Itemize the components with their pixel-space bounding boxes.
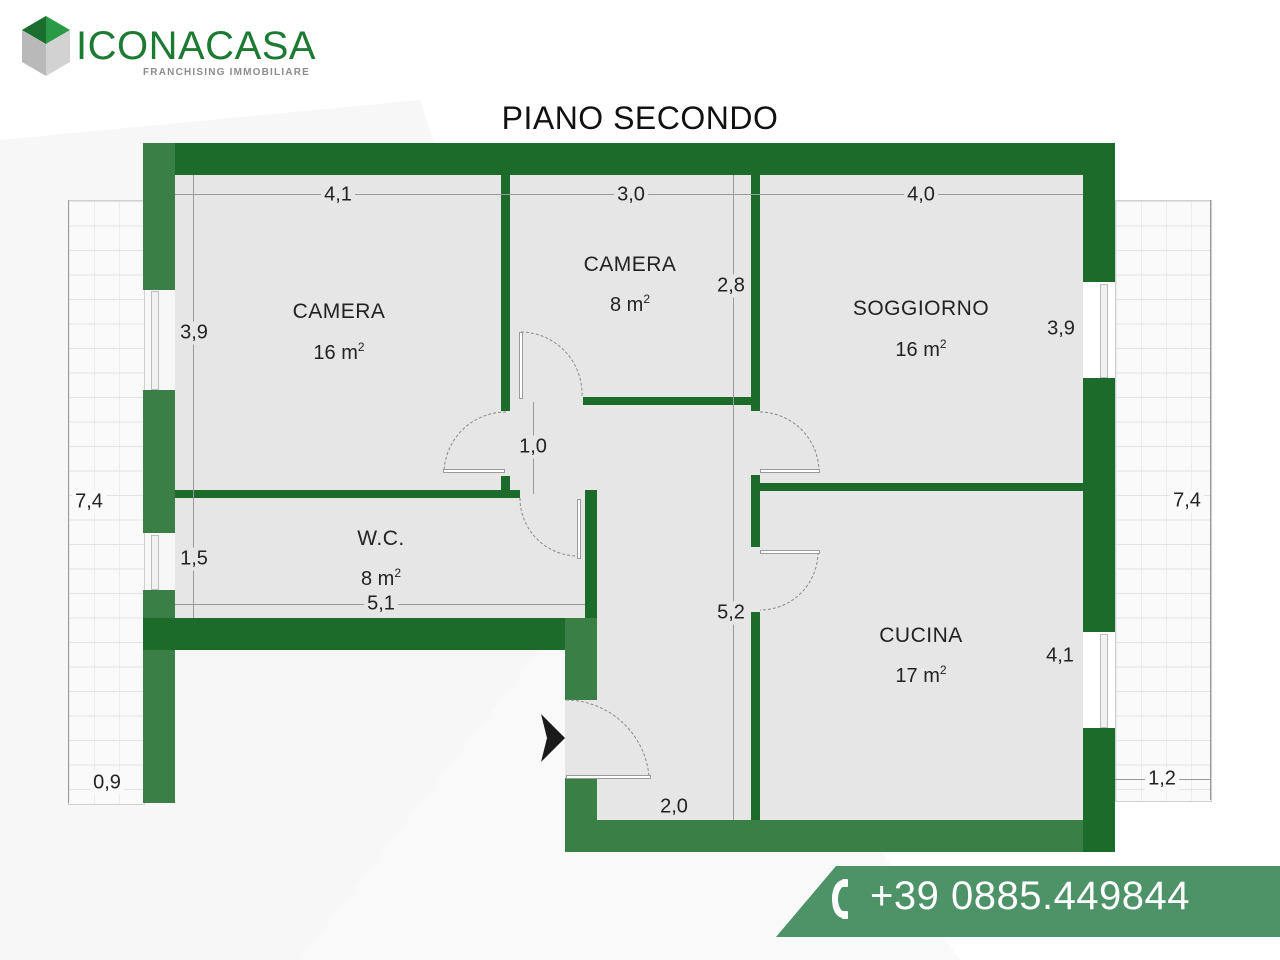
dim-right-balcony-width: 1,2 [1145, 767, 1179, 791]
phone-banner [776, 866, 1280, 937]
window-right-soggiorno [1100, 284, 1108, 378]
dim-camera1-height: 3,9 [177, 321, 211, 345]
room-wc-label: W.C. [357, 527, 405, 550]
dim-wc-width: 5,1 [364, 592, 398, 616]
wall-camera2-soggiorno [751, 175, 760, 411]
wall-soggiorno-cucina [751, 483, 1083, 491]
wall-camera1-camera2 [501, 175, 510, 411]
wall-stub-camera1 [501, 476, 510, 498]
door-camera1-leaf [443, 469, 505, 473]
wall-entry-left-upper [565, 618, 597, 700]
dim-soggiorno-width: 4,0 [904, 183, 938, 207]
wall-corridor-right-upper [751, 475, 760, 547]
wall-right-upper [1083, 143, 1115, 282]
dim-camera2-width: 3,0 [614, 183, 648, 207]
floor-corridor [597, 600, 1083, 820]
door-camera2-arc [520, 331, 583, 397]
window-left-camera [151, 291, 159, 390]
dim-camera2-height: 2,8 [714, 274, 748, 298]
door-entry-arc [565, 699, 650, 777]
wall-left-mid [143, 390, 175, 533]
room-wc-area: 8 m2 [360, 566, 402, 590]
dimline-left-balcony-v [68, 200, 69, 803]
dim-left-balcony-length: 7,4 [72, 490, 106, 514]
logo-tagline: FRANCHISING IMMOBILIARE [143, 67, 311, 78]
dim-left-balcony-width: 0,9 [90, 771, 124, 795]
dim-corridor-width: 2,0 [657, 795, 691, 819]
door-cucina-arc [759, 551, 819, 611]
dimline-right-balcony-v [1210, 200, 1211, 800]
entry-arrow-icon [541, 714, 565, 762]
room-cucina-area: 17 m2 [895, 663, 947, 687]
wall-top [143, 143, 1115, 175]
room-camera2-area: 8 m2 [609, 292, 651, 316]
door-wc-leaf [577, 499, 581, 559]
dim-cucina-height: 4,1 [1043, 644, 1077, 668]
phone-number-link[interactable]: +39 0885.449844 [870, 874, 1191, 918]
wall-left-upper [143, 143, 175, 290]
logo-wordmark: ICONACASA [76, 24, 317, 68]
wall-bottom [565, 820, 1115, 852]
dim-wc-height: 1,5 [177, 547, 211, 571]
floor-upper [175, 175, 1083, 618]
door-camera1-arc [443, 411, 507, 473]
wall-right-lower [1083, 728, 1115, 852]
floor-entry [565, 700, 605, 778]
room-soggiorno-area: 16 m2 [895, 337, 947, 361]
wall-camera2-bottom [583, 397, 760, 405]
dim-corridor-length: 5,2 [714, 601, 748, 625]
window-right-cucina [1100, 634, 1108, 728]
wall-wc-right [585, 490, 597, 618]
door-camera2-leaf [519, 332, 523, 399]
wall-right-mid [1083, 378, 1115, 632]
door-wc-arc [519, 497, 579, 557]
window-left-wc [151, 535, 159, 590]
door-cucina-leaf [760, 550, 820, 554]
room-camera1-area: 16 m2 [313, 340, 365, 364]
dim-soggiorno-height: 3,9 [1044, 317, 1078, 341]
door-entry-leaf [566, 775, 651, 779]
dim-right-balcony-length: 7,4 [1170, 489, 1204, 513]
wall-corridor-right-lower [751, 612, 760, 820]
page-title: PIANO SECONDO [501, 100, 779, 136]
room-cucina-label: CUCINA [879, 624, 963, 647]
dimline-corridor-v [733, 175, 734, 820]
dimline-camera1-v [193, 175, 194, 618]
logo-cube-icon [22, 16, 70, 76]
room-soggiorno-label: SOGGIORNO [852, 297, 990, 320]
wall-camera1-wc [175, 490, 520, 498]
door-soggiorno-arc [759, 411, 820, 471]
door-soggiorno-leaf [760, 469, 820, 473]
dim-corridor-gap: 1,0 [516, 435, 550, 459]
wall-wc-bottom [143, 618, 597, 650]
phone-icon [832, 879, 848, 919]
room-camera1-label: CAMERA [292, 300, 386, 323]
dim-camera1-width: 4,1 [321, 183, 355, 207]
room-camera2-label: CAMERA [583, 253, 677, 276]
